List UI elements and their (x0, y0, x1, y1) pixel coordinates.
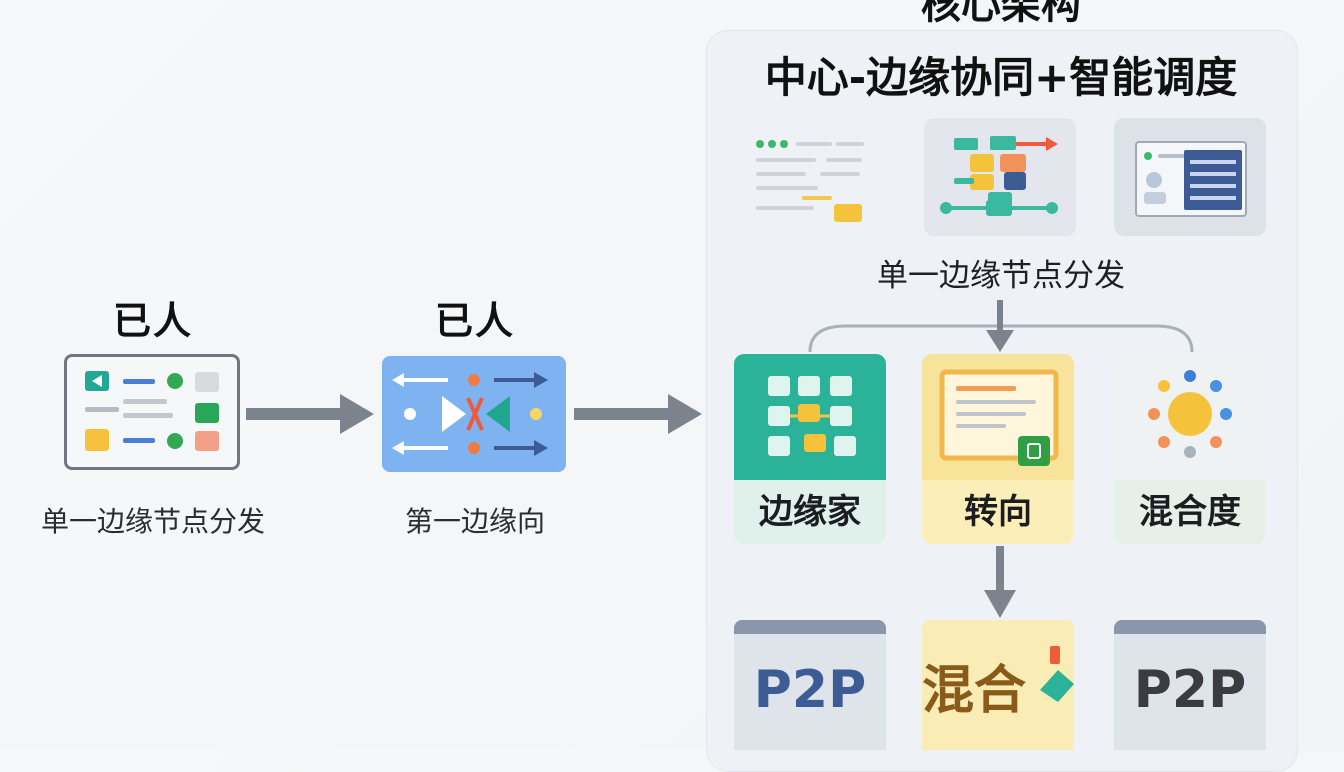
stage1-card (64, 354, 240, 470)
panel-title: 中心-边缘协同+智能调度 (764, 53, 1238, 102)
tile-hybrid-label: 混合度 (1139, 492, 1241, 532)
panel-cropped-heading: 核心架构 (921, 0, 1081, 28)
bottom-tile-p2p-left: P2P (734, 620, 886, 750)
tile-edge: 边缘家 (734, 354, 886, 544)
stage2-caption: 第一边缘向 (404, 505, 545, 538)
flow-blocks-icon (940, 136, 1058, 216)
flow-arrow-1 (246, 394, 374, 434)
bottom-tile-p2p-right-label: P2P (1133, 660, 1247, 720)
thumb-flow (924, 118, 1076, 236)
app-list-icon (85, 371, 219, 451)
fanout-connector (808, 300, 1194, 353)
document-icon (756, 140, 864, 222)
bottom-tile-p2p-right: P2P (1114, 620, 1266, 750)
thumb-document (736, 118, 888, 236)
tile-redirect-label: 转向 (964, 492, 1032, 532)
hybrid-accent-icon (1040, 646, 1074, 702)
panel-middle-caption: 单一边缘节点分发 (877, 258, 1125, 294)
window-icon (1135, 141, 1247, 217)
document-redirect-icon (939, 369, 1059, 466)
tile-redirect: 转向 (922, 354, 1074, 544)
bottom-tile-hybrid-label: 混合 (922, 661, 1027, 721)
bottom-tile-hybrid: 混合 (922, 620, 1074, 750)
flow-arrow-2 (574, 394, 702, 434)
routing-icon (392, 372, 548, 456)
stage1-caption: 单一边缘节点分发 (40, 505, 265, 538)
tile-hybrid: 混合度 (1114, 354, 1266, 544)
stage1-title: 已人 (112, 299, 193, 343)
stage2-title: 已人 (434, 299, 515, 343)
tile-edge-label: 边缘家 (759, 492, 861, 532)
down-arrow (984, 546, 1016, 618)
node-grid-icon (768, 376, 856, 456)
stage2-card (382, 356, 566, 472)
thumb-window (1114, 118, 1266, 236)
sun-network-icon (1148, 370, 1232, 458)
bottom-tile-p2p-left-label: P2P (753, 660, 867, 720)
